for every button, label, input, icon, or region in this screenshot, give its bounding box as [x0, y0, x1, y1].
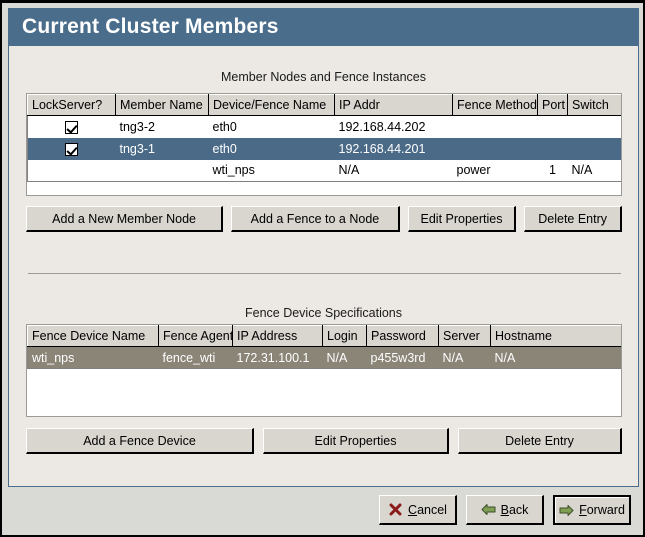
column-header-ip-address[interactable]: IP Address — [232, 325, 323, 347]
cancel-button[interactable]: Cancel — [379, 495, 457, 525]
cell-device-fence-name: eth0 — [212, 119, 237, 134]
cell-password: p455w3rd — [366, 346, 439, 369]
cell-server: N/A — [438, 346, 491, 369]
add-fence-device-button[interactable]: Add a Fence Device — [26, 428, 254, 454]
cell-port — [537, 137, 568, 160]
cell-lockserver[interactable] — [28, 160, 116, 182]
member-nodes-table: LockServer? Member Name Device/Fence Nam… — [27, 94, 622, 182]
cell-fence-method — [453, 116, 538, 138]
dialog-footer: Cancel Back Forward — [8, 487, 639, 533]
cell-port — [538, 116, 568, 138]
fence-actions-toolbar: Add a Fence Device Edit Properties Delet… — [26, 428, 622, 454]
member-delete-entry-button[interactable]: Delete Entry — [524, 206, 622, 232]
section-divider — [28, 273, 621, 274]
cell-fence-agent: fence_wti — [158, 346, 233, 369]
cell-port: 1 — [549, 163, 556, 178]
member-edit-properties-button[interactable]: Edit Properties — [407, 206, 517, 232]
cancel-x-icon — [388, 502, 403, 517]
members-section-caption: Member Nodes and Fence Instances — [221, 70, 426, 84]
back-label: Back — [501, 503, 529, 517]
cell-fence-method: power — [456, 163, 491, 178]
arrow-right-icon — [559, 503, 574, 518]
fence-delete-entry-button[interactable]: Delete Entry — [458, 428, 622, 454]
table-row[interactable]: tng3-2 eth0 192.168.44.202 — [28, 116, 622, 138]
table-row[interactable]: wti_nps fence_wti 172.31.100.1 N/A p455w… — [27, 346, 621, 369]
column-header-fence-method[interactable]: Fence Method — [452, 94, 538, 116]
fence-section-caption: Fence Device Specifications — [244, 306, 403, 320]
forward-button[interactable]: Forward — [553, 495, 631, 525]
cell-lockserver[interactable] — [28, 116, 116, 138]
cell-switch: N/A — [571, 163, 593, 178]
content-panel: Member Nodes and Fence Instances LockSer… — [8, 46, 639, 487]
fence-device-table-container[interactable]: Fence Device Name Fence Agent IP Address… — [26, 324, 622, 417]
cell-ip-addr: 192.168.44.201 — [334, 137, 453, 160]
column-header-fence-device-name[interactable]: Fence Device Name — [27, 325, 159, 347]
navigation-buttons: Cancel Back Forward — [379, 495, 631, 525]
table-row[interactable]: tng3-1 eth0 192.168.44.201 — [27, 137, 621, 160]
arrow-left-icon — [481, 502, 496, 517]
column-header-lockserver[interactable]: LockServer? — [27, 94, 116, 116]
cell-ip-addr: 192.168.44.202 — [338, 119, 426, 134]
cell-member-name — [116, 160, 209, 182]
cell-fence-method — [452, 137, 538, 160]
column-header-fence-agent[interactable]: Fence Agent — [158, 325, 233, 347]
cell-member-name: tng3-1 — [115, 137, 209, 160]
cell-device-fence-name: eth0 — [208, 137, 335, 160]
cell-fence-device-name: wti_nps — [27, 346, 159, 369]
fence-edit-properties-button[interactable]: Edit Properties — [263, 428, 449, 454]
cancel-label-rest: ancel — [417, 502, 447, 517]
cancel-label: Cancel — [408, 503, 447, 517]
cell-lockserver[interactable] — [27, 137, 116, 160]
fence-device-table: Fence Device Name Fence Agent IP Address… — [27, 325, 621, 369]
window-title: Current Cluster Members — [22, 15, 279, 38]
column-header-hostname[interactable]: Hostname — [490, 325, 621, 347]
forward-label-rest: orward — [586, 503, 625, 517]
cell-login: N/A — [322, 346, 367, 369]
cell-ip-address: 172.31.100.1 — [232, 346, 323, 369]
cell-switch — [568, 116, 622, 138]
cell-device-fence-name: wti_nps — [212, 163, 255, 178]
column-header-member-name[interactable]: Member Name — [115, 94, 209, 116]
member-nodes-table-container[interactable]: LockServer? Member Name Device/Fence Nam… — [26, 93, 622, 196]
back-button[interactable]: Back — [466, 495, 544, 525]
back-label-rest: ack — [508, 502, 529, 517]
table-row[interactable]: wti_nps N/A power 1 N/A — [28, 160, 622, 182]
column-header-switch[interactable]: Switch — [567, 94, 621, 116]
lockserver-checkbox[interactable] — [65, 142, 79, 156]
column-header-password[interactable]: Password — [366, 325, 439, 347]
column-header-login[interactable]: Login — [322, 325, 367, 347]
cell-hostname: N/A — [490, 346, 621, 369]
cell-member-name: tng3-2 — [119, 119, 155, 134]
cancel-accel-key: C — [408, 502, 418, 517]
cell-switch — [567, 137, 621, 160]
column-header-device-fence-name[interactable]: Device/Fence Name — [208, 94, 335, 116]
back-accel-key: B — [500, 502, 509, 517]
column-header-port[interactable]: Port — [537, 94, 568, 116]
window-titlebar: Current Cluster Members — [8, 8, 639, 46]
column-header-server[interactable]: Server — [438, 325, 491, 347]
forward-accel-key: F — [579, 503, 587, 517]
table-header-row: LockServer? Member Name Device/Fence Nam… — [27, 94, 621, 116]
cell-ip-addr: N/A — [338, 163, 360, 178]
add-fence-to-node-button[interactable]: Add a Fence to a Node — [231, 206, 400, 232]
add-new-member-node-button[interactable]: Add a New Member Node — [26, 206, 224, 232]
column-header-ip-addr[interactable]: IP Addr — [334, 94, 453, 116]
lockserver-checkbox[interactable] — [65, 120, 79, 134]
table-header-row: Fence Device Name Fence Agent IP Address… — [27, 325, 621, 347]
member-actions-toolbar: Add a New Member Node Add a Fence to a N… — [26, 206, 622, 232]
forward-label: Forward — [579, 503, 625, 517]
